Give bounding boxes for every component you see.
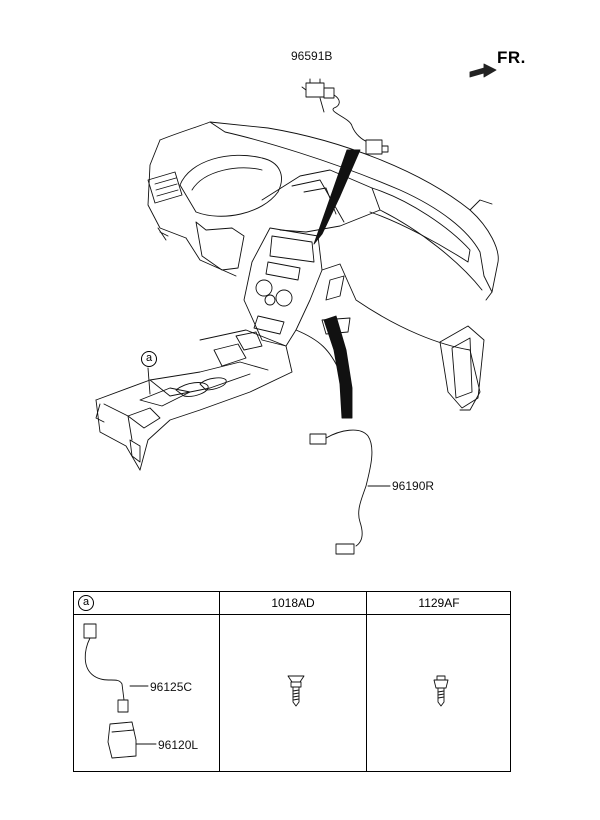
leader-lines [147, 367, 151, 395]
part-label-96190r: 96190R [392, 479, 435, 493]
dashboard-panel [147, 121, 499, 411]
callout-a: a [141, 351, 157, 367]
screw-1129af-icon [433, 675, 449, 707]
part-label-96120l: 96120L [158, 738, 199, 752]
table-cell-a-drawing [83, 623, 157, 759]
center-console [95, 329, 293, 471]
routing-marker-upper [313, 149, 361, 245]
harness-96591b [301, 78, 389, 155]
table-header-1129af: 1129AF [418, 596, 460, 610]
front-direction-label: FR. [497, 48, 526, 67]
part-label-96591b: 96591B [291, 49, 333, 63]
screw-1018ad-icon [287, 675, 305, 707]
table-header-a: a [78, 595, 94, 611]
table-header-row [74, 592, 510, 615]
harness-96190r [309, 429, 391, 555]
table-divider-1 [219, 592, 220, 771]
parts-table: a 1018AD 1129AF 96125C 96120L [73, 591, 511, 772]
table-header-1018ad: 1018AD [271, 596, 315, 610]
part-label-96125c: 96125C [150, 680, 193, 694]
front-direction-arrow [469, 63, 497, 78]
table-divider-2 [366, 592, 367, 771]
routing-marker-lower [323, 315, 353, 419]
